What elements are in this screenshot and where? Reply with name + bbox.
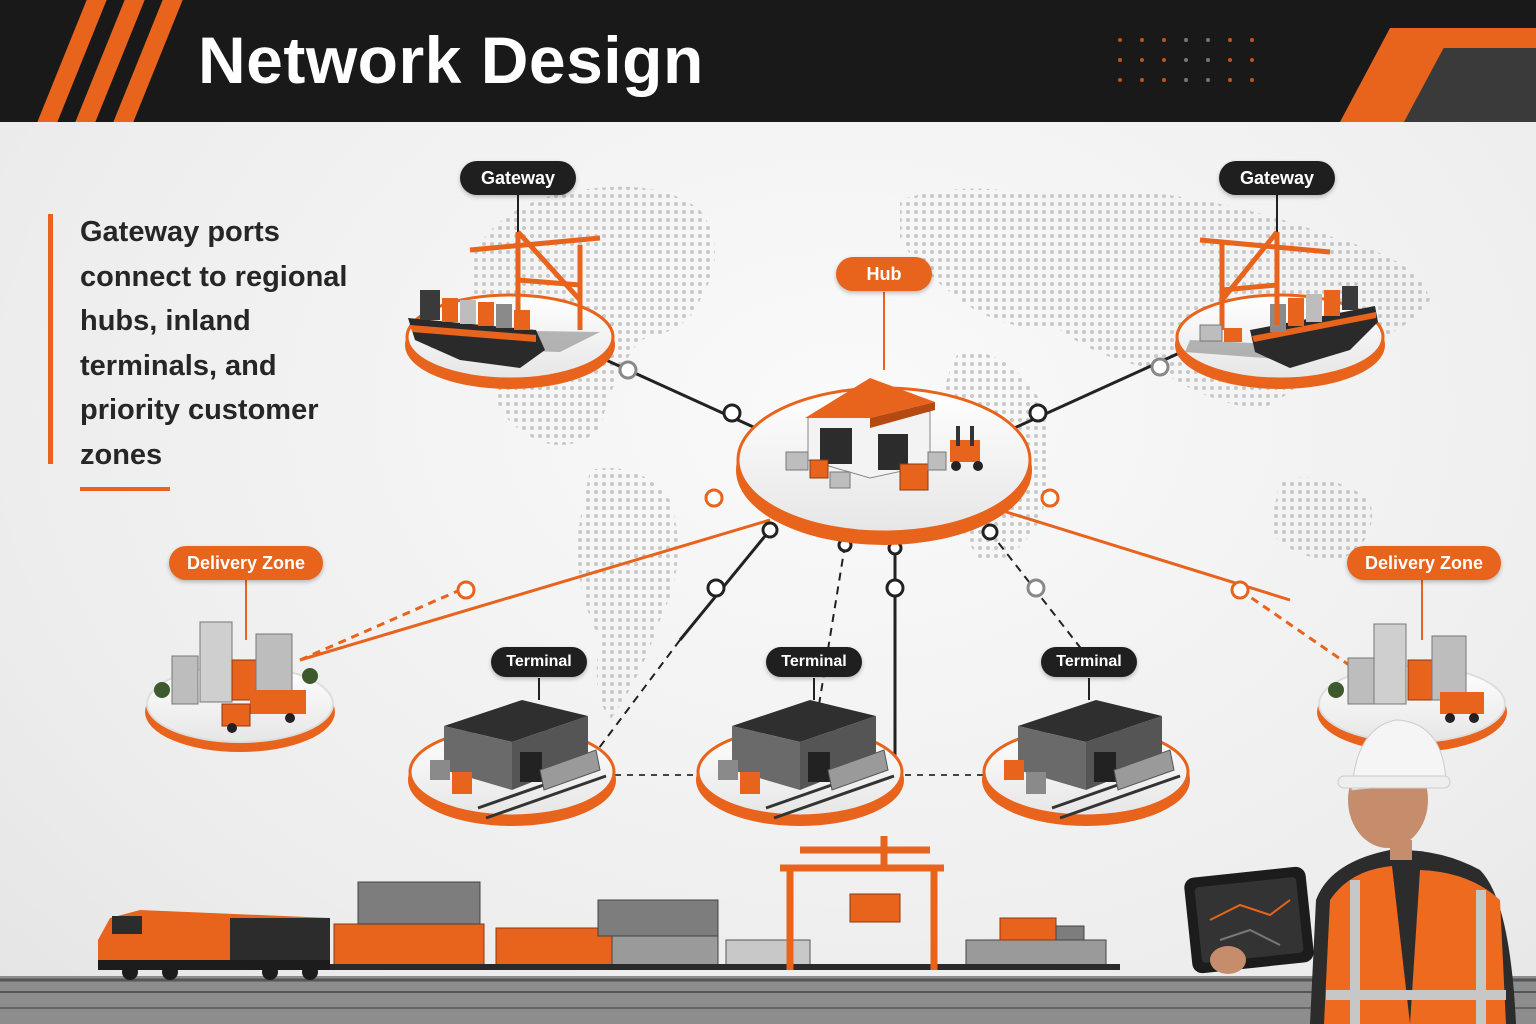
delivery-zone-left-label: Delivery Zone: [169, 546, 323, 580]
gantry-crane-icon: [469, 230, 601, 330]
truck-icon: [1440, 692, 1484, 723]
locomotive-icon: [98, 910, 330, 980]
dot-grid-decoration: [1118, 38, 1254, 82]
delivery-zone-left-platform: [145, 621, 335, 752]
rail-yard: [0, 836, 1536, 1024]
delivery-zone-right-label: Delivery Zone: [1347, 546, 1501, 580]
terminal-2-platform: [696, 700, 904, 826]
gateway-right-label: Gateway: [1219, 161, 1335, 195]
rail-terminal-icon: [430, 700, 607, 820]
intro-accent-bar: [48, 214, 53, 464]
intro-underline: [80, 487, 170, 491]
terminal-1-label: Terminal: [491, 647, 587, 677]
tablet-icon: [1184, 866, 1314, 974]
gateway-left-label: Gateway: [460, 161, 576, 195]
hub-label: Hub: [836, 257, 932, 291]
terminal-3-label: Terminal: [1041, 647, 1137, 677]
delivery-zone-right-platform: [1317, 623, 1507, 752]
terminal-3-platform: [982, 700, 1190, 826]
gateway-left-platform: [405, 230, 615, 389]
intro-text: Gateway ports connect to regional hubs, …: [80, 216, 348, 471]
rail-terminal-icon: [718, 700, 895, 820]
container-train: [330, 881, 1120, 970]
forklift-icon: [899, 426, 983, 491]
terminal-2-label: Terminal: [766, 647, 862, 677]
city-buildings-icon: [154, 621, 318, 705]
city-buildings-icon: [1328, 623, 1467, 705]
truck-icon: [221, 690, 306, 733]
connector-rings: [456, 357, 1250, 600]
gantry-crane-icon: [780, 836, 944, 970]
container-ship-icon: [408, 290, 545, 368]
hub-platform: [736, 378, 1032, 545]
header-bar: Network Design: [0, 0, 1536, 122]
page-title: Network Design: [198, 23, 704, 97]
warehouse-icon: [785, 378, 935, 489]
worker-icon: [1310, 719, 1516, 1024]
gantry-crane-icon: [1199, 230, 1331, 330]
rail-terminal-icon: [1004, 700, 1181, 820]
container-ship-icon: [1250, 286, 1378, 368]
terminal-1-platform: [408, 700, 616, 826]
gateway-right-platform: [1175, 230, 1385, 389]
